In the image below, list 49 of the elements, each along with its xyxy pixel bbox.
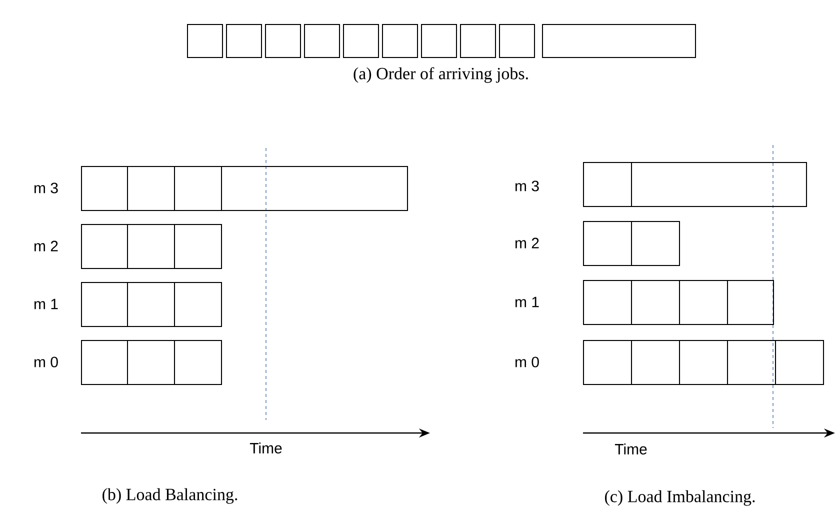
- axis-label: Time: [614, 444, 647, 454]
- row-label: m 2: [516, 238, 539, 248]
- job-box: [583, 280, 632, 325]
- job-box: [127, 340, 175, 385]
- row-label: m 1: [34, 298, 58, 310]
- axis-label: Time: [250, 442, 282, 454]
- row-label: m 1: [516, 296, 539, 308]
- job-box: [679, 340, 728, 385]
- caption: (b) Load Balancing.: [102, 488, 238, 504]
- row-label: m 3: [516, 180, 539, 192]
- job-box: [631, 340, 680, 385]
- job-box: [127, 166, 175, 211]
- job-box: [727, 280, 774, 325]
- job-box: [460, 24, 496, 58]
- row-label: m 0: [34, 356, 58, 368]
- job-box: [421, 24, 457, 58]
- job-box: [127, 282, 175, 327]
- job-box: [631, 221, 680, 266]
- job-box: [174, 282, 222, 327]
- job-box: [382, 24, 418, 58]
- job-box: [679, 280, 728, 325]
- job-box: [775, 340, 824, 385]
- job-box: [631, 162, 807, 207]
- job-box: [81, 224, 128, 269]
- row-label: m 3: [34, 182, 58, 194]
- job-box: [226, 24, 262, 58]
- job-box: [81, 166, 128, 211]
- job-box: [187, 24, 223, 58]
- job-box: [81, 340, 128, 385]
- job-box: [727, 340, 776, 385]
- job-box: [174, 340, 222, 385]
- job-box: [265, 24, 301, 58]
- job-box: [304, 24, 340, 58]
- job-box: [343, 24, 379, 58]
- job-box: [542, 24, 696, 58]
- row-label: m 2: [34, 240, 58, 252]
- job-box: [499, 24, 535, 58]
- job-box: [174, 224, 222, 269]
- caption: (a) Order of arriving jobs.: [354, 67, 528, 83]
- job-box: [81, 282, 128, 327]
- row-label: m 0: [516, 356, 539, 368]
- job-box: [631, 280, 680, 325]
- job-box: [583, 162, 632, 207]
- job-box: [127, 224, 175, 269]
- job-box: [583, 340, 632, 385]
- job-box: [583, 221, 632, 266]
- caption: (c) Load Imbalancing.: [605, 490, 755, 506]
- job-box: [174, 166, 222, 211]
- job-box: [221, 166, 408, 211]
